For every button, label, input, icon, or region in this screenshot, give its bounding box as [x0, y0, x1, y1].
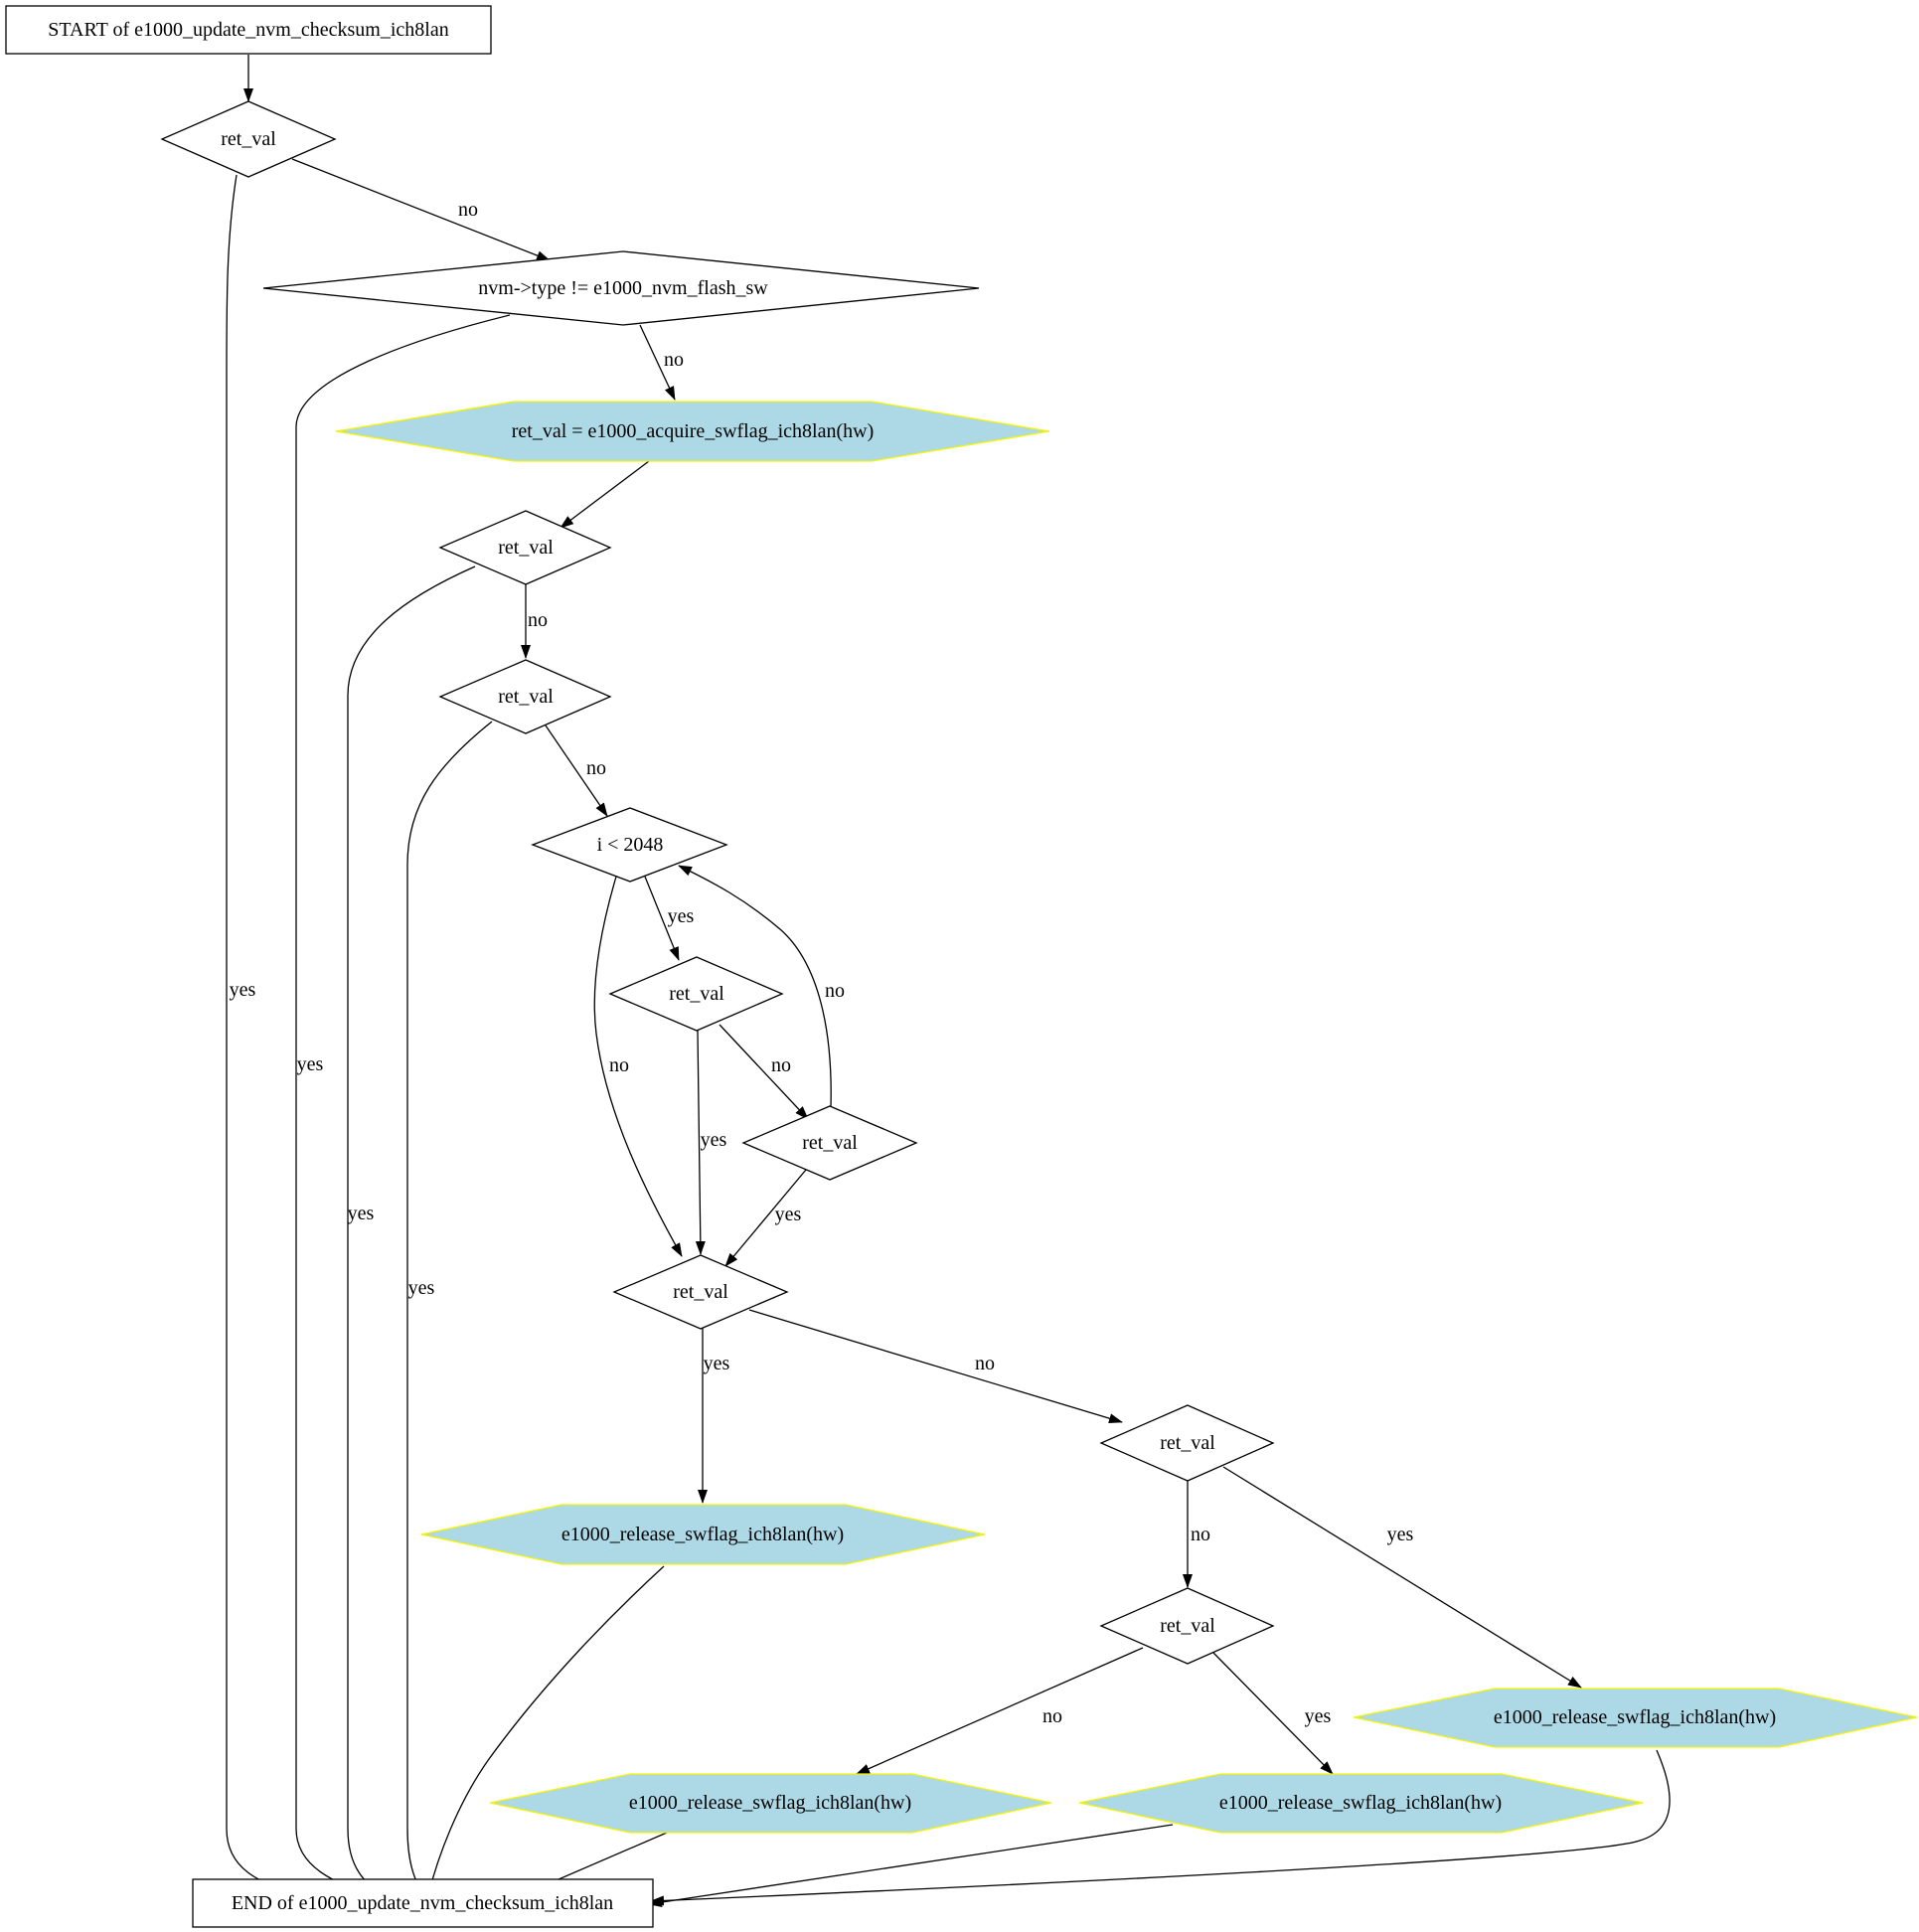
edge-label-d7-yes: yes [775, 1204, 802, 1225]
edge-d3-end [347, 565, 476, 1896]
decision-d10-label: ret_val [1160, 1615, 1215, 1637]
edge-p1-d3 [560, 460, 650, 529]
process-p2-label: e1000_release_swflag_ich8lan(hw) [561, 1524, 844, 1545]
decision-node-d4: ret_val [438, 659, 612, 734]
decision-node-d7: ret_val [741, 1105, 918, 1181]
edge-label-d9-yes: yes [704, 1353, 730, 1374]
edge-d5-d9 [593, 876, 683, 1257]
decision-node-d3: ret_val [438, 510, 612, 585]
edge-label-d6-yes: yes [701, 1129, 727, 1151]
process-node-p4: e1000_release_swflag_ich8lan(hw) [489, 1773, 1052, 1834]
edge-p2-end [426, 1565, 665, 1896]
process-node-p5: e1000_release_swflag_ich8lan(hw) [1078, 1773, 1644, 1834]
edge-label-d5-yes: yes [668, 905, 695, 927]
edge-label-d2-no: no [664, 349, 684, 371]
decision-d4-label: ret_val [498, 686, 554, 708]
decision-node-d5: i < 2048 [531, 807, 728, 883]
edge-d7-d5 [678, 865, 832, 1108]
end-node-label: END of e1000_update_nvm_checksum_ich8lan [232, 1892, 613, 1914]
edge-label-d3-no: no [528, 609, 548, 631]
start-node-label: START of e1000_update_nvm_checksum_ich8l… [48, 19, 448, 41]
decision-node-d10: ret_val [1099, 1587, 1275, 1665]
edge-label-d4-yes: yes [408, 1277, 435, 1299]
decision-d1-label: ret_val [221, 128, 276, 150]
decision-node-d2: nvm->type != e1000_nvm_flash_sw [262, 250, 980, 326]
edge-d4-d5 [545, 724, 608, 817]
edge-d7-d9 [724, 1169, 807, 1267]
decision-node-d1: ret_val [160, 100, 337, 178]
process-node-p2: e1000_release_swflag_ich8lan(hw) [420, 1504, 986, 1565]
process-p4-label: e1000_release_swflag_ich8lan(hw) [629, 1792, 911, 1814]
edge-d5-d6 [644, 876, 680, 961]
process-node-p3: e1000_release_swflag_ich8lan(hw) [1353, 1688, 1918, 1748]
edge-d1-end [226, 174, 302, 1897]
decision-node-d8: ret_val [1099, 1404, 1275, 1482]
edge-label-d9-no: no [975, 1353, 995, 1374]
edge-d10-p5 [1212, 1652, 1334, 1775]
edge-label-d3-yes: yes [348, 1203, 375, 1224]
edge-d10-p4 [856, 1647, 1144, 1775]
edge-label-d7-no: no [825, 980, 845, 1002]
edge-label-d4-no: no [586, 757, 606, 779]
edge-d2-end [295, 314, 511, 1896]
nodes: START of e1000_update_nvm_checksum_ich8l… [5, 5, 1918, 1928]
decision-d3-label: ret_val [498, 537, 554, 559]
edge-p3-end [650, 1749, 1671, 1906]
decision-d8-label: ret_val [1160, 1432, 1215, 1454]
process-p1-label: ret_val = e1000_acquire_swflag_ich8lan(h… [512, 420, 874, 442]
edge-label-d6-no: no [771, 1054, 791, 1076]
decision-d7-label: ret_val [802, 1132, 858, 1154]
edge-label-d5-no: no [609, 1054, 629, 1076]
edge-label-d10-yes: yes [1305, 1705, 1332, 1727]
start-node: START of e1000_update_nvm_checksum_ich8l… [5, 5, 492, 55]
edge-label-d10-no: no [1042, 1705, 1062, 1727]
decision-d5-label: i < 2048 [597, 834, 664, 856]
edge-label-d8-no: no [1191, 1524, 1210, 1545]
decision-node-d9: ret_val [612, 1254, 789, 1330]
edge-d6-d9 [695, 1030, 706, 1255]
edge-d6-d7 [719, 1024, 809, 1120]
decision-node-d6: ret_val [608, 956, 784, 1032]
edge-d1-d2 [291, 158, 551, 261]
edge-d2-p1 [639, 324, 676, 401]
edges: no yes no yes no yes no yes yes no no ye… [226, 55, 1671, 1907]
decision-d9-label: ret_val [673, 1281, 728, 1303]
decision-d2-label: nvm->type != e1000_nvm_flash_sw [478, 277, 768, 299]
edge-d8-p3 [1222, 1466, 1582, 1689]
process-node-p1: ret_val = e1000_acquire_swflag_ich8lan(h… [335, 401, 1050, 462]
decision-d6-label: ret_val [669, 983, 724, 1005]
end-node: END of e1000_update_nvm_checksum_ich8lan [192, 1878, 654, 1928]
edge-label-d1-no: no [458, 199, 478, 221]
edge-d9-d8 [748, 1309, 1123, 1424]
edge-d4-end [406, 721, 493, 1896]
edge-label-d2-yes: yes [297, 1053, 324, 1075]
process-p3-label: e1000_release_swflag_ich8lan(hw) [1494, 1706, 1776, 1728]
edge-label-d8-yes: yes [1387, 1524, 1414, 1545]
edge-p5-end [648, 1824, 1174, 1907]
process-p5-label: e1000_release_swflag_ich8lan(hw) [1219, 1792, 1502, 1814]
edge-label-d1-yes: yes [230, 979, 256, 1001]
